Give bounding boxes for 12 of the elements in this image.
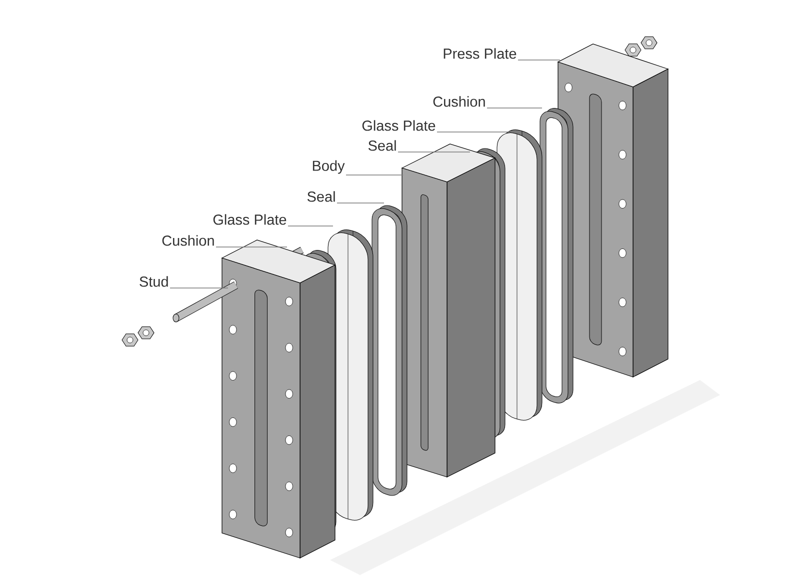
leader-line bbox=[346, 174, 404, 176]
part-label: Body bbox=[312, 160, 345, 174]
part-label: Stud bbox=[140, 276, 168, 287]
leader-line bbox=[216, 246, 288, 248]
part-label: Press Plate bbox=[444, 48, 516, 59]
leader-line bbox=[336, 202, 384, 204]
part-label: Seal bbox=[368, 140, 396, 151]
part-label: Glass Plate bbox=[213, 214, 286, 225]
part-label: Cushion bbox=[433, 96, 485, 107]
part-label: Seal bbox=[307, 191, 335, 202]
part-label: Cushion bbox=[162, 235, 214, 246]
part-label: Glass Plate bbox=[362, 120, 436, 131]
